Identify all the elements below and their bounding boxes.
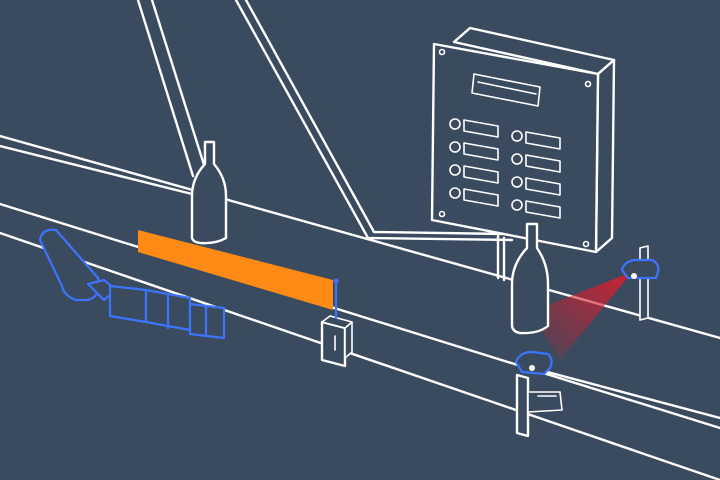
pneumatic-pusher-arm: [38, 228, 226, 340]
panel-button: [511, 130, 561, 150]
panel-display: [471, 73, 541, 107]
panel-button: [511, 176, 561, 196]
panel-button: [511, 153, 561, 173]
rail-clamp-bracket: [515, 373, 563, 438]
panel-button: [511, 199, 561, 219]
panel-button: [449, 187, 499, 207]
control-panel: [430, 26, 616, 282]
panel-button: [449, 164, 499, 184]
bottle: [190, 140, 228, 245]
panel-buttons: [449, 118, 561, 219]
photoelectric-sensor: [620, 245, 660, 321]
sensor-beam: [530, 272, 632, 360]
bottle: [510, 222, 550, 335]
panel-button: [449, 141, 499, 161]
panel-button: [449, 118, 499, 138]
photoelectric-sensor: [514, 350, 553, 376]
guide-rail: [138, 230, 333, 310]
rail-clamp-bracket: [320, 278, 353, 368]
